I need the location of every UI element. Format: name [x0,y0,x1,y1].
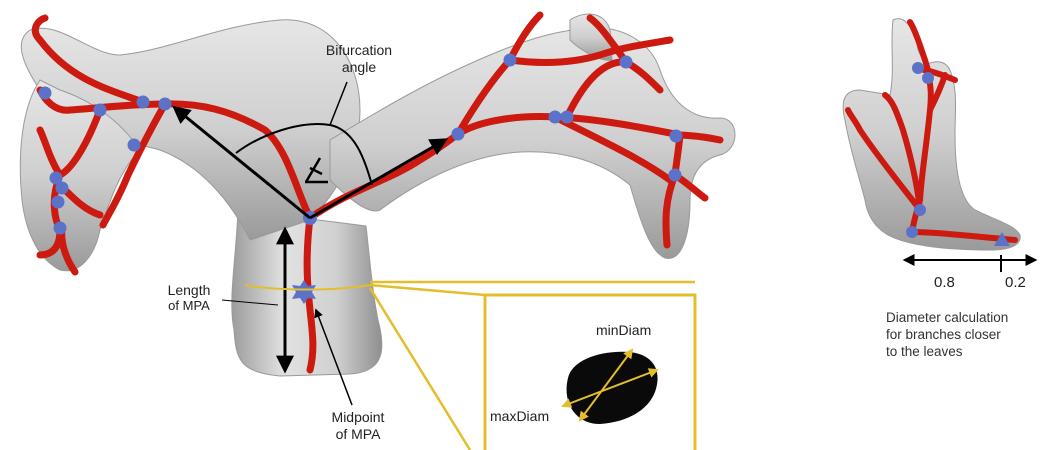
midpoint-label-line2: of MPA [322,426,394,443]
length-label-line2: of MPA [156,298,222,313]
midpoint-of-mpa-label: Midpoint of MPA [322,409,394,443]
bifurcation-angle-label: Bifurcation angle [314,42,404,76]
max-diam-label: maxDiam [490,408,549,425]
caption-line2: for branches closer [886,326,1040,343]
caption-line3: to the leaves [886,343,1040,360]
bifurcation-label-line2: angle [314,59,404,76]
min-diam-label: minDiam [596,322,651,339]
ratio-left-label: 0.8 [934,274,955,291]
diameter-caption: Diameter calculation for branches closer… [886,309,1040,360]
leaf-branch-model [843,19,1035,272]
midpoint-label-line1: Midpoint [322,409,394,426]
caption-line1: Diameter calculation [886,309,1040,326]
cross-section-inset [485,295,695,450]
length-of-mpa-label: Length of MPA [156,283,222,313]
ratio-right-label: 0.2 [1005,274,1026,291]
length-label-line1: Length [156,283,222,298]
bifurcation-label-line1: Bifurcation [314,42,404,59]
